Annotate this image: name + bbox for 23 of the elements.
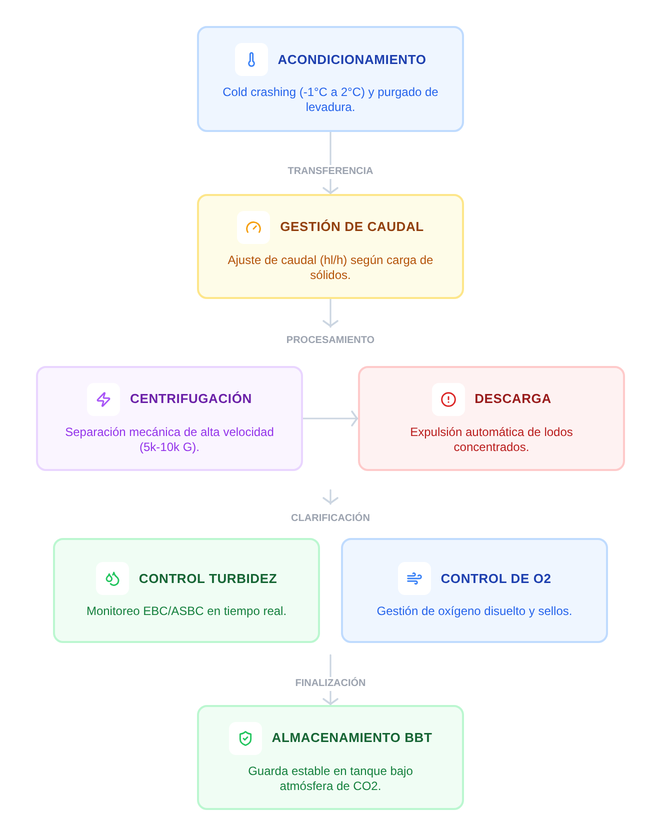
step-description: Expulsión automática de lodos concentrados.	[409, 424, 574, 454]
step-title: CENTRIFUGACIÓN	[130, 391, 252, 407]
step-description: Monitoreo EBC/ASBC en tiempo real.	[86, 604, 287, 619]
step-title: ACONDICIONAMIENTO	[278, 52, 426, 68]
step-description: Guarda estable en tanque bajo atmósfera de CO2.	[247, 764, 414, 794]
step-description: Ajuste de caudal (hl/h) según carga de sólidos.	[226, 252, 434, 282]
step-card	[197, 26, 464, 132]
step-title: CONTROL DE O2	[440, 570, 552, 586]
step-description: Cold crashing (-1°C a 2°C) y purgado de levadura.	[222, 85, 440, 115]
step-title: GESTIÓN DE CAUDAL	[280, 219, 424, 235]
step-card	[358, 366, 625, 471]
flow-arrow	[302, 410, 359, 426]
step-description: Separación mecánica de alta velocidad (5k-10k G).	[64, 424, 275, 454]
step-card	[197, 705, 464, 810]
step-title: ALMACENAMIENTO BBT	[272, 730, 432, 746]
step-title: CONTROL TURBIDEZ	[138, 570, 278, 586]
step-card	[53, 538, 320, 643]
flow-arrow	[322, 298, 338, 328]
step-card	[36, 366, 303, 471]
step-title: DESCARGA	[474, 391, 552, 407]
step-card	[341, 538, 608, 643]
step-card	[197, 194, 464, 299]
step-description: Gestión de oxígeno disuelto y sellos.	[376, 604, 572, 619]
